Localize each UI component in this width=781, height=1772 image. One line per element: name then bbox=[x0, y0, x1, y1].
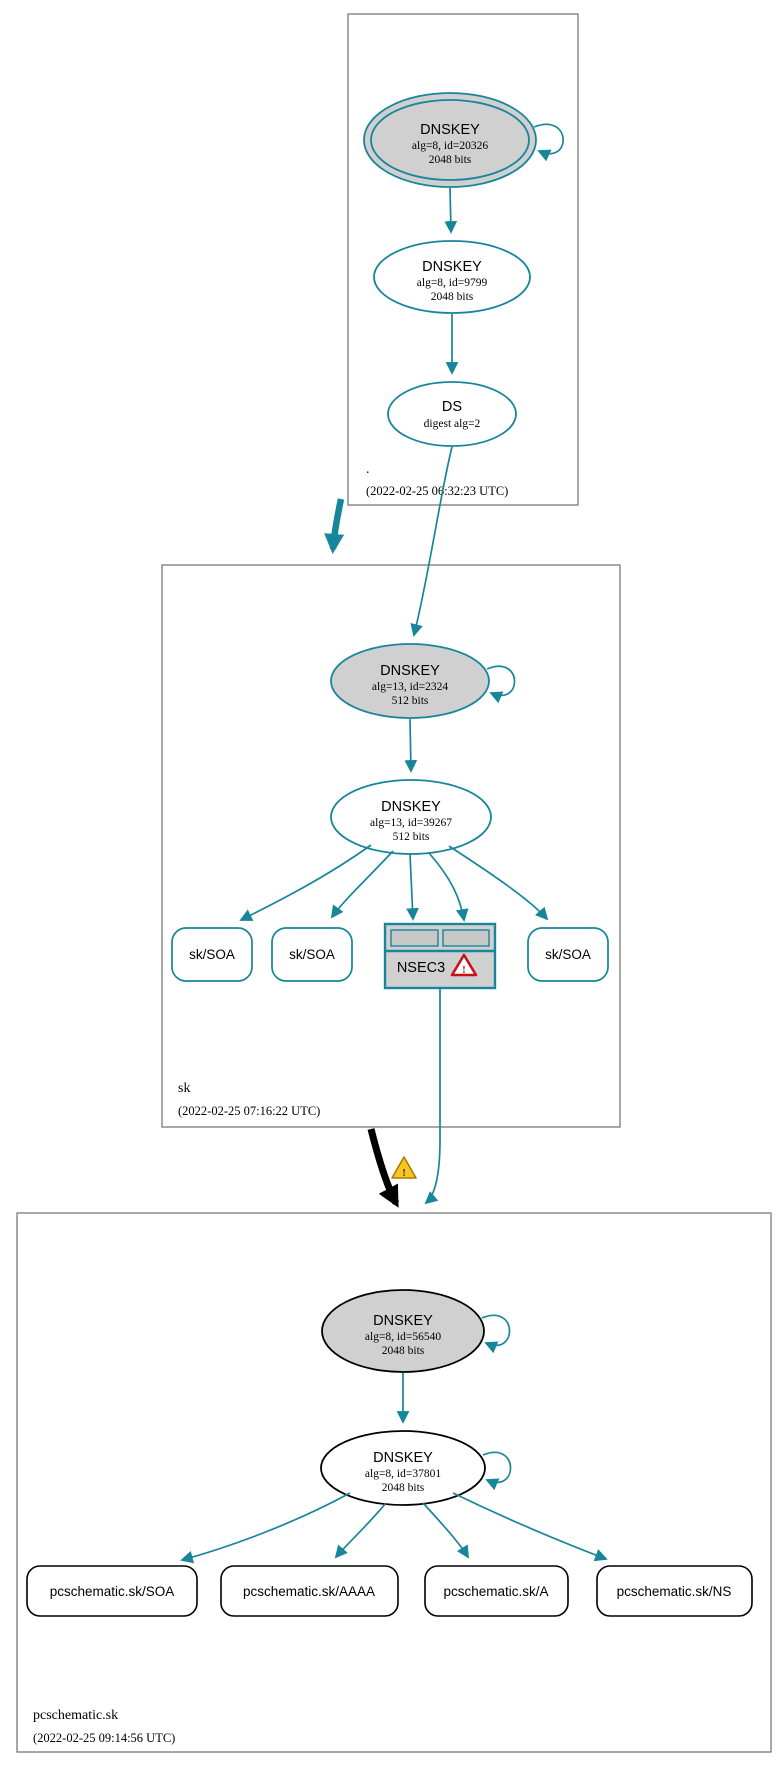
pcschematic-ns-label: pcschematic.sk/NS bbox=[617, 1584, 732, 1599]
root-ksk-alg: alg=8, id=20326 bbox=[412, 140, 488, 152]
pcschematic-ksk-bits: 2048 bits bbox=[382, 1345, 425, 1357]
pcschematic-a-box bbox=[424, 1565, 569, 1617]
pcschematic-ksk-ellipse bbox=[321, 1289, 485, 1373]
sk-ksk-self-loop-edge bbox=[486, 665, 516, 704]
pcschematic-ns-box bbox=[596, 1565, 753, 1617]
zone-pcschematic-border bbox=[16, 1212, 772, 1753]
sk-soa3-box bbox=[527, 927, 609, 982]
sk-ksk-alg: alg=13, id=2324 bbox=[372, 681, 448, 693]
pcschematic-ksk-alg: alg=8, id=56540 bbox=[365, 1331, 441, 1343]
pcschematic-zsk-alg: alg=8, id=37801 bbox=[365, 1468, 441, 1480]
pcschematic-zsk-ellipse bbox=[320, 1430, 486, 1506]
edge-pcschematic-zsk-to-aaaa bbox=[334, 1502, 387, 1559]
edge-sk-zsk-to-soa1 bbox=[239, 844, 372, 921]
pcschematic-zsk-title: DNSKEY bbox=[373, 1450, 433, 1466]
sk-zsk-dnskey-node: DNSKEY alg=13, id=39267 512 bits bbox=[330, 779, 492, 855]
delegation-warning-icon: ! bbox=[391, 1156, 417, 1179]
pcschematic-aaaa-label: pcschematic.sk/AAAA bbox=[243, 1584, 375, 1599]
edge-sk-ksk-to-zsk bbox=[404, 718, 418, 773]
edge-sk-zsk-to-soa2 bbox=[330, 850, 394, 919]
root-zsk-alg: alg=8, id=9799 bbox=[417, 277, 488, 289]
sk-ksk-bits: 512 bits bbox=[392, 695, 429, 707]
sk-zsk-title: DNSKEY bbox=[381, 799, 441, 815]
pcschematic-zsk-dnskey-node: DNSKEY alg=8, id=37801 2048 bits bbox=[320, 1430, 512, 1506]
zone-pcschematic-timestamp: (2022-02-25 09:14:56 UTC) bbox=[33, 1731, 175, 1745]
zone-sk-timestamp: (2022-02-25 07:16:22 UTC) bbox=[178, 1104, 320, 1118]
edge-sk-zsk-to-nsec3-a bbox=[406, 853, 419, 921]
edge-pcschematic-zsk-to-a bbox=[422, 1502, 470, 1559]
root-zsk-bits: 2048 bits bbox=[431, 291, 474, 303]
root-ds-ellipse bbox=[387, 381, 517, 447]
zone-root-border bbox=[347, 13, 579, 506]
warning-triangle bbox=[391, 1156, 417, 1179]
edge-nsec3-to-pcschematic bbox=[424, 988, 441, 1205]
pcschematic-zsk-bits: 2048 bits bbox=[382, 1482, 425, 1494]
edge-sk-zsk-to-soa3 bbox=[448, 845, 549, 921]
zone-root-label: . bbox=[366, 462, 370, 477]
sk-soa2-label: sk/SOA bbox=[289, 947, 335, 962]
sk-ksk-title: DNSKEY bbox=[380, 663, 440, 679]
pcschematic-a-label: pcschematic.sk/A bbox=[443, 1584, 548, 1599]
edge-root-ksk-to-zsk bbox=[444, 187, 458, 234]
pcschematic-aaaa-box bbox=[220, 1565, 399, 1617]
root-ksk-outer-ellipse bbox=[363, 92, 537, 188]
edge-pcschematic-zsk-to-soa bbox=[180, 1492, 351, 1564]
sk-zsk-alg: alg=13, id=39267 bbox=[370, 817, 452, 829]
root-ksk-inner-ellipse bbox=[370, 99, 530, 181]
sk-nsec3-node: NSEC3 ! bbox=[383, 922, 497, 990]
edge-ds-to-sk-ksk bbox=[410, 446, 453, 637]
root-ds-node: DS digest alg=2 bbox=[387, 381, 517, 447]
sk-ksk-dnskey-node: DNSKEY alg=13, id=2324 512 bits bbox=[330, 643, 516, 719]
root-ksk-self-loop-edge bbox=[533, 123, 564, 162]
sk-zsk-ellipse bbox=[330, 779, 492, 855]
pcschematic-soa-label: pcschematic.sk/SOA bbox=[50, 1584, 175, 1599]
pcschematic-ksk-dnskey-node: DNSKEY alg=8, id=56540 2048 bits bbox=[321, 1289, 511, 1373]
pcschematic-ksk-self-loop-edge bbox=[481, 1314, 511, 1354]
edge-pcschematic-zsk-to-ns bbox=[452, 1492, 608, 1562]
root-zsk-dnskey-node: DNSKEY alg=8, id=9799 2048 bits bbox=[373, 240, 531, 314]
root-ksk-bits: 2048 bits bbox=[429, 154, 472, 166]
pcschematic-soa-box bbox=[26, 1565, 198, 1617]
warning-exclamation: ! bbox=[402, 1168, 405, 1179]
root-zsk-ellipse bbox=[373, 240, 531, 314]
sk-soa2-node: sk/SOA bbox=[271, 927, 353, 982]
zone-sk-border bbox=[161, 564, 621, 1128]
pcschematic-ns-node: pcschematic.sk/NS bbox=[596, 1565, 753, 1617]
nsec3-header-cell-1 bbox=[390, 929, 439, 947]
edge-sk-zsk-to-nsec3-b bbox=[428, 852, 469, 922]
pcschematic-a-node: pcschematic.sk/A bbox=[424, 1565, 569, 1617]
edge-sk-delegation-to-pcschematic bbox=[367, 1128, 400, 1208]
zone-sk-label: sk bbox=[178, 1081, 190, 1096]
root-zsk-title: DNSKEY bbox=[422, 259, 482, 275]
edge-root-delegation-to-sk bbox=[324, 498, 345, 555]
sk-soa1-node: sk/SOA bbox=[171, 927, 253, 982]
zone-root-timestamp: (2022-02-25 06:32:23 UTC) bbox=[366, 484, 508, 498]
zone-pcschematic-label: pcschematic.sk bbox=[33, 1708, 118, 1723]
sk-soa3-label: sk/SOA bbox=[545, 947, 591, 962]
nsec3-label: NSEC3 bbox=[397, 960, 445, 976]
sk-zsk-bits: 512 bits bbox=[393, 831, 430, 843]
pcschematic-ksk-title: DNSKEY bbox=[373, 1313, 433, 1329]
error-triangle bbox=[450, 953, 478, 977]
nsec3-error-icon: ! bbox=[450, 953, 478, 977]
sk-soa2-box bbox=[271, 927, 353, 982]
root-ksk-title: DNSKEY bbox=[420, 122, 480, 138]
sk-soa3-node: sk/SOA bbox=[527, 927, 609, 982]
root-ksk-dnskey-node: DNSKEY alg=8, id=20326 2048 bits bbox=[363, 92, 564, 188]
zone-root-cluster: . (2022-02-25 06:32:23 UTC) DNSKEY alg=8… bbox=[347, 13, 579, 506]
nsec3-header-cell-2 bbox=[442, 929, 490, 947]
root-ds-digest: digest alg=2 bbox=[424, 418, 481, 430]
sk-soa1-label: sk/SOA bbox=[189, 947, 235, 962]
error-exclamation: ! bbox=[462, 964, 466, 976]
sk-soa1-box bbox=[171, 927, 253, 982]
sk-ksk-ellipse bbox=[330, 643, 490, 719]
pcschematic-zsk-self-loop-edge bbox=[482, 1451, 512, 1491]
pcschematic-aaaa-node: pcschematic.sk/AAAA bbox=[220, 1565, 399, 1617]
pcschematic-soa-node: pcschematic.sk/SOA bbox=[26, 1565, 198, 1617]
zone-sk-cluster: sk (2022-02-25 07:16:22 UTC) DNSKEY alg=… bbox=[161, 564, 621, 1128]
root-ds-title: DS bbox=[442, 399, 462, 415]
zone-pcschematic-cluster: pcschematic.sk (2022-02-25 09:14:56 UTC)… bbox=[16, 1212, 772, 1753]
